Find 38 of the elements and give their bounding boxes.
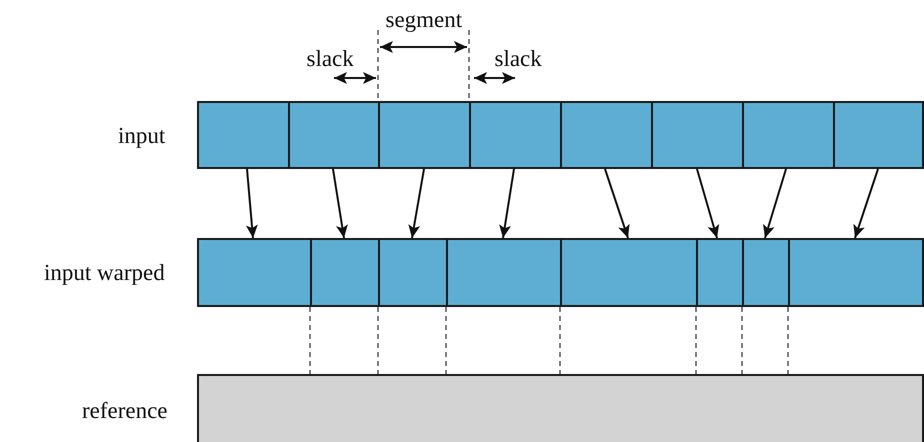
dimension-label: slack (494, 47, 542, 70)
arrow (604, 168, 630, 238)
segment-box (378, 238, 448, 307)
segment-box (742, 101, 835, 169)
dashed-line (445, 307, 447, 374)
segment-box (378, 101, 471, 169)
row-label: input warped (44, 261, 165, 284)
segment-box (197, 238, 312, 307)
dashed-line (695, 307, 697, 374)
reference-bar (197, 374, 924, 442)
dimension-label: segment (386, 8, 462, 31)
arrow (853, 168, 879, 238)
segment-box (310, 238, 380, 307)
dashed-line (559, 307, 561, 374)
row-label: reference (82, 399, 168, 422)
segment-box (288, 101, 380, 169)
arrow (763, 168, 787, 238)
segment-box (833, 101, 924, 169)
arrow (408, 168, 425, 238)
arrow (696, 168, 720, 238)
row-label: input (118, 124, 166, 147)
dashed-line (787, 307, 789, 374)
segment-box (696, 238, 744, 307)
segment-box (197, 101, 290, 169)
segment-box (469, 101, 562, 169)
dashed-line (377, 307, 379, 374)
segment-box (651, 101, 744, 169)
arrow (246, 168, 258, 238)
dashed-line (741, 307, 743, 374)
segment-box (446, 238, 562, 307)
arrow (332, 168, 348, 238)
dimension-label: slack (306, 47, 354, 70)
arrow (499, 168, 515, 238)
segment-box (788, 238, 924, 307)
segment-box (560, 238, 698, 307)
segment-box (560, 101, 653, 169)
segment-box (742, 238, 790, 307)
dashed-line (309, 307, 311, 374)
